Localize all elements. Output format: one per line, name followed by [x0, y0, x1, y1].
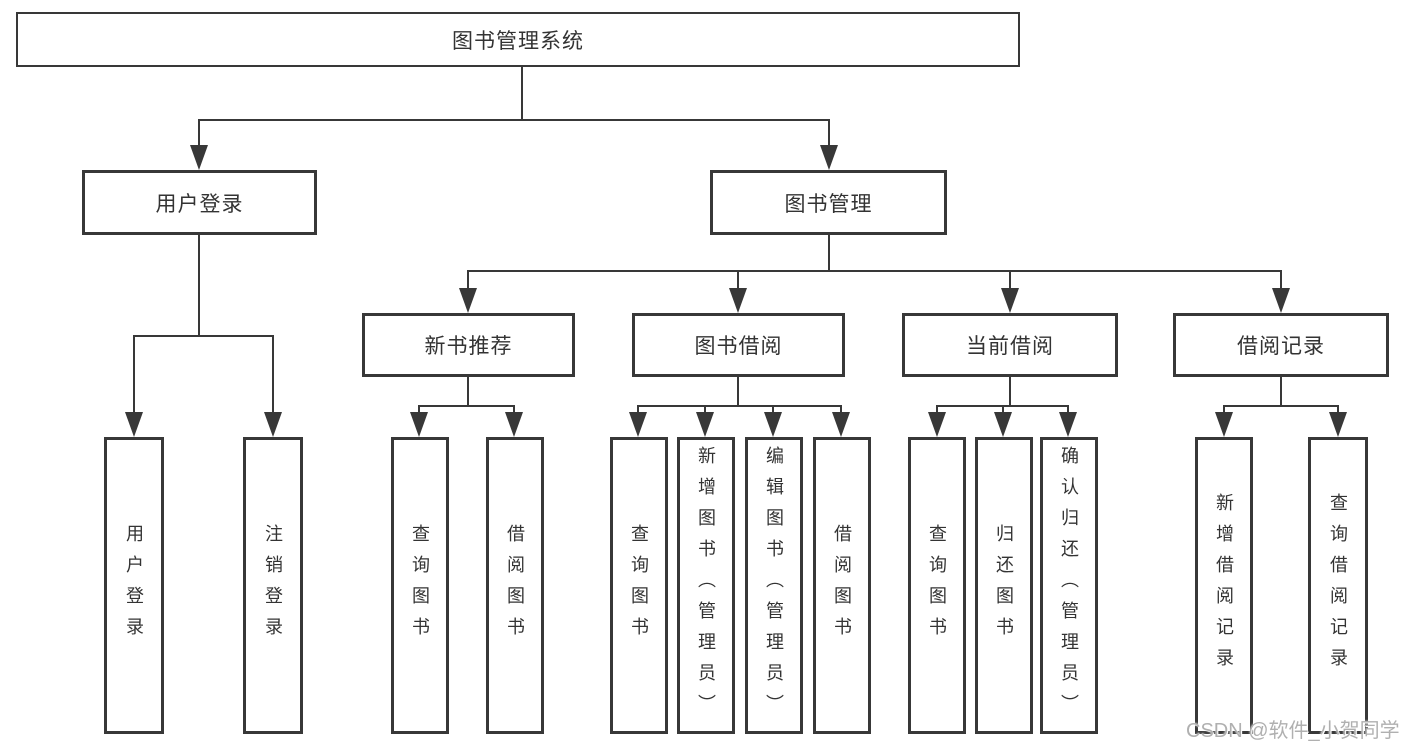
leaf-user-login: 用户登录	[104, 437, 164, 734]
connector-drop	[513, 405, 515, 415]
connector-drop	[840, 405, 842, 415]
arrow-down-icon	[696, 412, 714, 437]
arrow-down-icon	[764, 412, 782, 437]
arrow-down-icon	[629, 412, 647, 437]
connector-level2-bar	[198, 119, 830, 121]
arrow-down-icon	[190, 145, 208, 170]
connector-userlogin-bar	[133, 335, 274, 337]
connector-root-stem	[521, 67, 523, 120]
arrow-down-icon	[410, 412, 428, 437]
arrow-down-icon	[729, 288, 747, 313]
leaf-logout-login: 注销登录	[243, 437, 303, 734]
connector-bar	[418, 405, 515, 407]
leaf-query-books-borrow: 查询图书	[610, 437, 668, 734]
arrow-down-icon	[125, 412, 143, 437]
leaf-borrow-books-2: 借阅图书	[813, 437, 871, 734]
arrow-down-icon	[1272, 288, 1290, 313]
connector-bookmgmt-stem	[828, 235, 830, 270]
node-label: 图书管理系统	[452, 29, 584, 53]
arrow-down-icon	[1059, 412, 1077, 437]
leaf-label: 新增借阅记录	[1214, 492, 1234, 679]
connector-drop	[133, 335, 135, 414]
connector-drop	[772, 405, 774, 415]
connector-drop	[704, 405, 706, 415]
connector-bar	[1223, 405, 1339, 407]
connector-stem	[1280, 377, 1282, 405]
leaf-add-borrow-record: 新增借阅记录	[1195, 437, 1253, 734]
connector-drop	[936, 405, 938, 415]
connector-drop	[828, 119, 830, 147]
node-label: 用户登录	[155, 192, 244, 216]
connector-drop	[198, 119, 200, 147]
connector-drop	[1002, 405, 1004, 415]
arrow-down-icon	[994, 412, 1012, 437]
leaf-confirm-return-admin: 确认归还（管理员）	[1040, 437, 1098, 734]
node-book-management: 图书管理	[710, 170, 947, 235]
csdn-watermark: CSDN @软件_小贺同学	[1186, 720, 1400, 742]
connector-drop	[418, 405, 420, 415]
node-user-login: 用户登录	[82, 170, 317, 235]
node-book-borrow: 图书借阅	[632, 313, 845, 377]
leaf-edit-book-admin: 编辑图书（管理员）	[745, 437, 803, 734]
connector-drop	[272, 335, 274, 414]
arrow-down-icon	[505, 412, 523, 437]
connector-drop	[1009, 270, 1011, 290]
leaf-query-borrow-record: 查询借阅记录	[1308, 437, 1368, 734]
connector-drop	[1223, 405, 1225, 415]
node-label: 借阅记录	[1237, 335, 1325, 358]
leaf-query-books-recommend: 查询图书	[391, 437, 449, 734]
leaf-label: 借阅图书	[505, 523, 525, 648]
leaf-query-books-current: 查询图书	[908, 437, 966, 734]
node-label: 新书推荐	[424, 335, 513, 358]
leaf-label: 编辑图书（管理员）	[764, 446, 784, 725]
arrow-down-icon	[1001, 288, 1019, 313]
leaf-return-book: 归还图书	[975, 437, 1033, 734]
leaf-label: 查询借阅记录	[1328, 492, 1348, 679]
arrow-down-icon	[459, 288, 477, 313]
arrow-down-icon	[264, 412, 282, 437]
connector-stem	[737, 377, 739, 405]
arrow-down-icon	[1329, 412, 1347, 437]
connector-stem	[467, 377, 469, 405]
arrow-down-icon	[928, 412, 946, 437]
node-borrow-records: 借阅记录	[1173, 313, 1389, 377]
connector-level3-bar	[467, 270, 1282, 272]
leaf-label: 查询图书	[629, 523, 649, 648]
connector-userlogin-stem	[198, 235, 200, 335]
node-label: 图书借阅	[694, 335, 783, 358]
leaf-borrow-books-recommend: 借阅图书	[486, 437, 544, 734]
leaf-label: 用户登录	[124, 523, 144, 648]
node-label: 当前借阅	[966, 335, 1054, 358]
leaf-label: 注销登录	[263, 523, 283, 648]
connector-bar	[637, 405, 842, 407]
connector-drop	[467, 270, 469, 290]
connector-drop	[1067, 405, 1069, 415]
leaf-label: 确认归还（管理员）	[1059, 446, 1079, 725]
leaf-label: 查询图书	[410, 523, 430, 648]
connector-stem	[1009, 377, 1011, 405]
leaf-label: 归还图书	[994, 523, 1014, 648]
node-current-borrow: 当前借阅	[902, 313, 1118, 377]
leaf-label: 新增图书（管理员）	[696, 446, 716, 725]
node-label: 图书管理	[784, 192, 873, 216]
connector-drop	[1280, 270, 1282, 290]
node-new-book-recommend: 新书推荐	[362, 313, 575, 377]
arrow-down-icon	[820, 145, 838, 170]
arrow-down-icon	[1215, 412, 1233, 437]
leaf-label: 查询图书	[927, 523, 947, 648]
node-library-system: 图书管理系统	[16, 12, 1020, 67]
arrow-down-icon	[832, 412, 850, 437]
connector-drop	[737, 270, 739, 290]
leaf-add-book-admin: 新增图书（管理员）	[677, 437, 735, 734]
leaf-label: 借阅图书	[832, 523, 852, 648]
connector-drop	[637, 405, 639, 415]
connector-drop	[1337, 405, 1339, 415]
